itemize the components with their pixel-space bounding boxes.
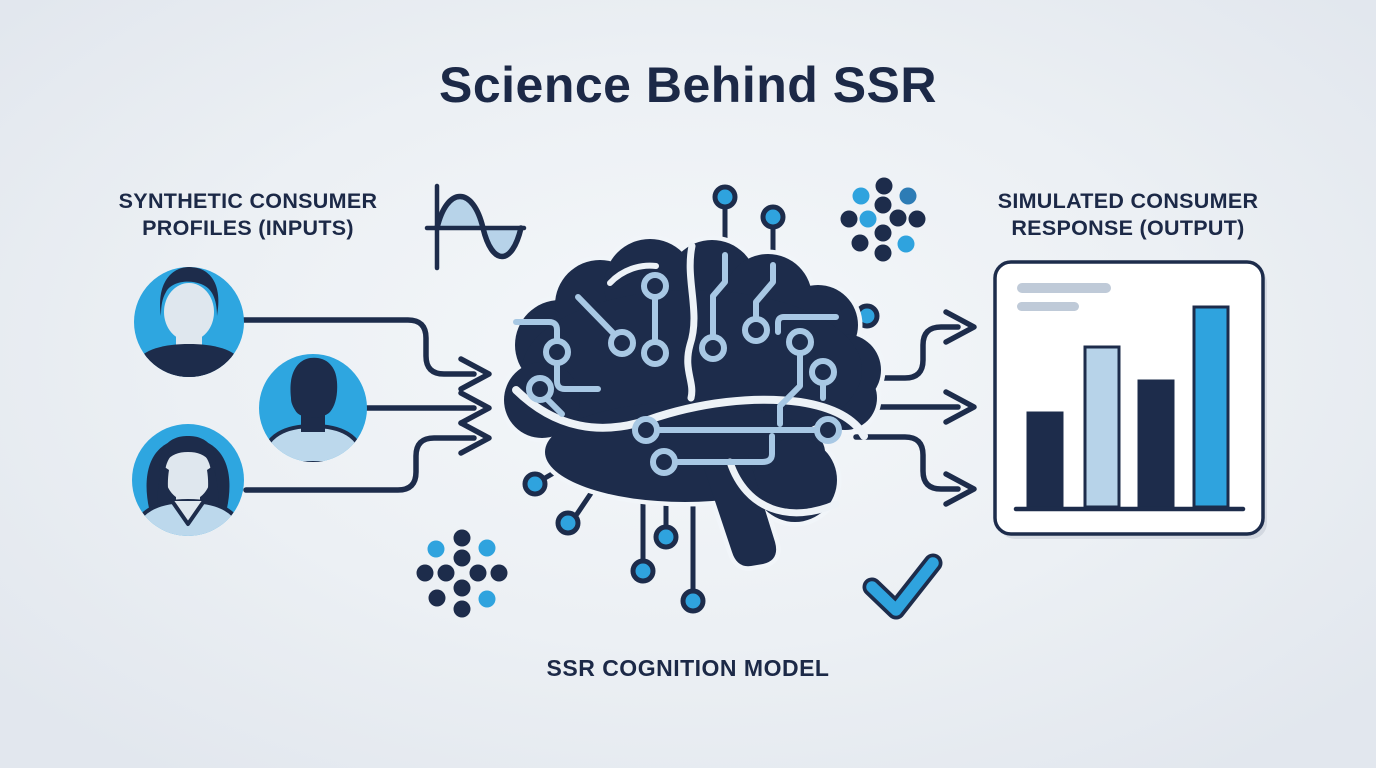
brain-circuit-icon [504, 239, 881, 566]
dot-cluster-icon [416, 529, 508, 618]
circuit-node-icon [680, 588, 706, 614]
page-title: Science Behind SSR [438, 57, 938, 113]
circuit-ring-icon [608, 329, 636, 357]
circuit-ring-icon [650, 448, 678, 476]
chart-title-placeholder [1017, 283, 1111, 293]
chart-bar [1192, 305, 1230, 509]
flow-arrow-icon [241, 317, 477, 377]
hair [160, 267, 219, 316]
chart-subtitle-placeholder [1017, 302, 1079, 311]
sine-wave-icon [424, 183, 527, 271]
avatar-male-icon [134, 267, 244, 377]
face [165, 447, 211, 501]
chart-bar [1137, 379, 1175, 509]
arrowhead-icon [458, 390, 492, 426]
flow-arrow-icon [243, 435, 477, 493]
circuit-ring-icon [641, 272, 669, 300]
flow-arrow-icon [849, 324, 961, 381]
arrowhead-icon [458, 420, 492, 456]
hair-top [159, 436, 217, 486]
bar-chart-icon [993, 260, 1267, 539]
outputs-label: SIMULATED CONSUMER RESPONSE (OUTPUT) [997, 189, 1259, 240]
arrowhead-icon [943, 389, 977, 425]
dot-cluster-icon [840, 177, 926, 262]
model-label: SSR COGNITION MODEL [546, 655, 830, 681]
flow-arrow-icon [853, 434, 961, 492]
circuit-ring-icon [632, 416, 660, 444]
circuit-ring-icon [526, 375, 554, 403]
circuit-ring-icon [641, 339, 669, 367]
circuit-node-icon [630, 558, 656, 584]
circuit-ring-icon [543, 338, 571, 366]
input-flow-arrows [241, 317, 492, 493]
circuit-ring-icon [742, 316, 770, 344]
arrowhead-icon [943, 309, 977, 345]
head [290, 357, 338, 418]
inputs-label: SYNTHETIC CONSUMER PROFILES (INPUTS) [118, 189, 378, 240]
circuit-ring-icon [814, 416, 842, 444]
circuit-ring-icon [809, 358, 837, 386]
arrowhead-icon [458, 356, 492, 392]
circuit-ring-icon [786, 328, 814, 356]
circuit-node-icon [760, 204, 786, 230]
face [164, 283, 214, 341]
circuit-ring-icon [699, 334, 727, 362]
avatar-neutral-icon [259, 354, 367, 462]
circuit-node-icon [712, 184, 738, 210]
checkmark-icon [862, 553, 943, 620]
circuit-node-icon [653, 524, 679, 550]
avatar-female-icon [132, 424, 244, 536]
circuit-node-icon [522, 471, 548, 497]
collar [170, 499, 206, 526]
output-chart-bars [1026, 305, 1230, 509]
brain-external-nodes [522, 184, 880, 614]
output-flow-arrows [849, 309, 977, 507]
arrowhead-icon [943, 471, 977, 507]
chart-bar [1083, 345, 1121, 509]
chart-bar [1026, 411, 1064, 509]
circuit-node-icon [555, 510, 581, 536]
